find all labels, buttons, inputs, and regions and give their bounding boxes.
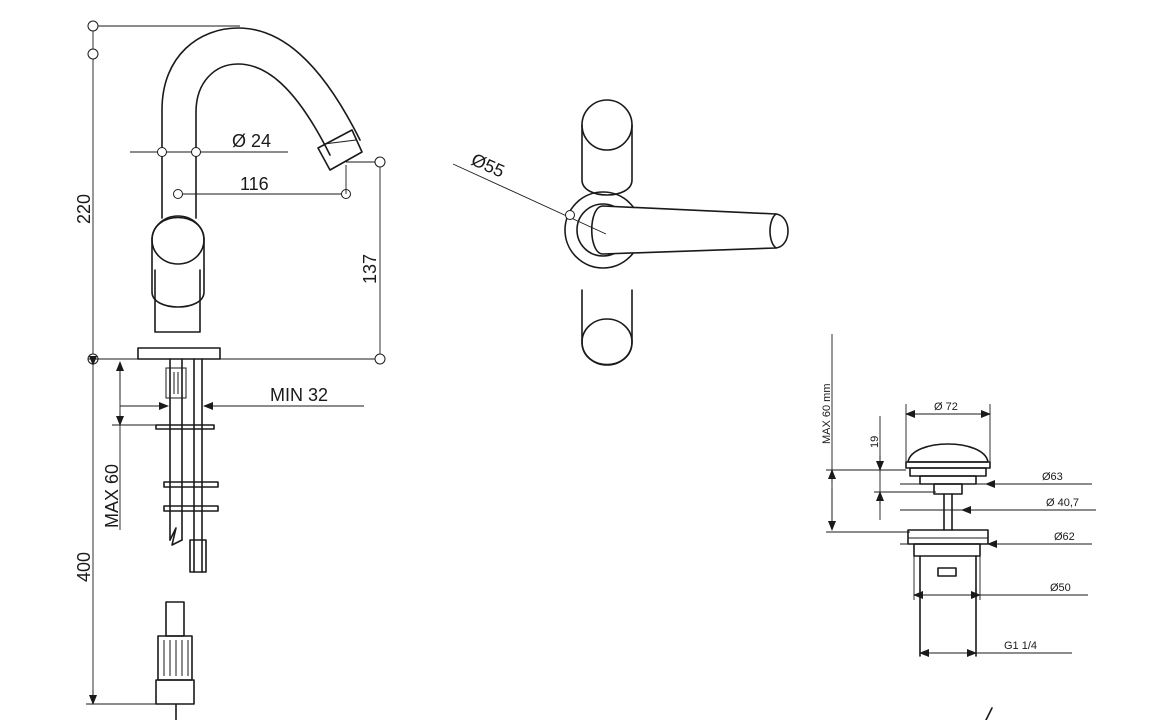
- label-reach: 116: [240, 174, 269, 194]
- label-cap-diameter: Ø 72: [934, 401, 958, 413]
- spout-nozzle: [317, 129, 363, 171]
- faucet-body: [154, 269, 201, 333]
- side-view: 220 Ø 24 116 137 MIN 32 MAX 60 400: [74, 20, 386, 720]
- spout-outer: [161, 27, 361, 219]
- faucet-handle: [151, 216, 205, 308]
- label-height-total: 220: [74, 194, 94, 224]
- waste-cap: [907, 443, 989, 463]
- label-body-diameter: Ø55: [468, 149, 507, 181]
- label-deck-max: MAX 60: [102, 464, 122, 528]
- handle-cap: [151, 215, 205, 265]
- label-body-diameter-waste: Ø50: [1050, 582, 1071, 594]
- label-spout-height: 137: [360, 254, 380, 284]
- label-nut-diameter: Ø62: [1054, 531, 1075, 543]
- waste-view: MAX 60 mm Ø 72 19 Ø63 Ø 40,7 Ø62 Ø50 G1 …: [821, 334, 1096, 657]
- threaded-stud: [165, 367, 187, 399]
- label-stem-diameter: Ø 40,7: [1046, 497, 1079, 509]
- base-plate: [137, 347, 221, 360]
- lever-arm: [591, 205, 789, 255]
- label-cap-height: 19: [869, 436, 881, 448]
- label-waste-max-height: MAX 60 mm: [821, 383, 833, 444]
- top-view: Ø55: [452, 99, 789, 366]
- label-pipe-diameter: Ø 24: [232, 131, 271, 151]
- label-hose-length: 400: [74, 552, 94, 582]
- spout-inner: [195, 63, 331, 219]
- label-deck-min: MIN 32: [270, 385, 328, 405]
- label-thread: G1 1/4: [1004, 640, 1037, 652]
- label-flange-diameter: Ø63: [1042, 471, 1063, 483]
